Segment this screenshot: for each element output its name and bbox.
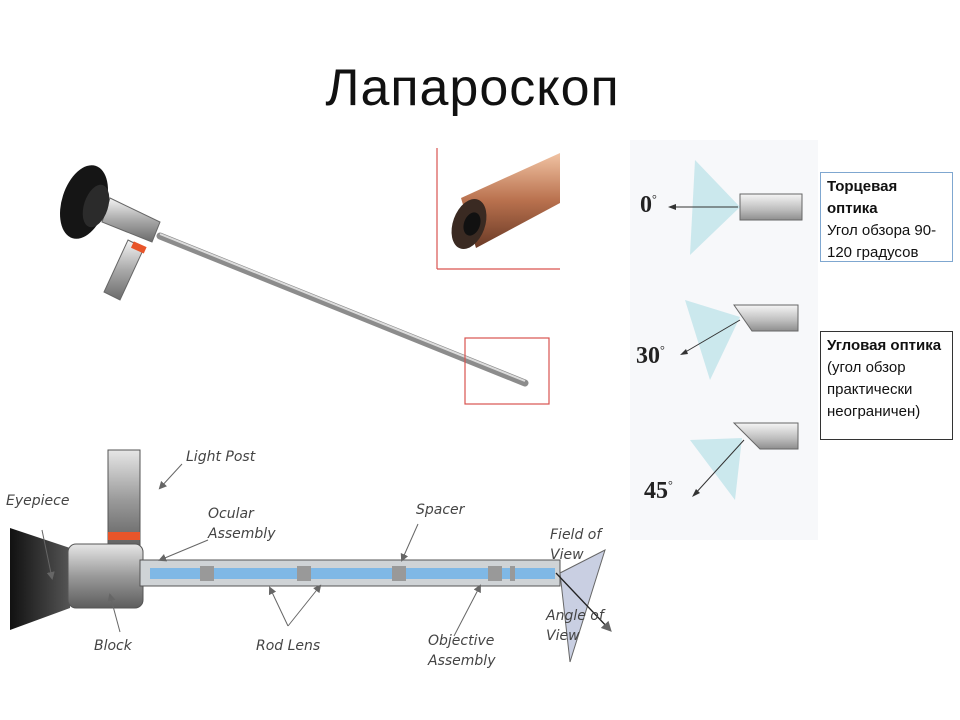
frontal-optics-heading: Торцевая оптика: [827, 178, 898, 217]
angled-optics-line: (угол обзор: [827, 359, 906, 376]
frontal-optics-box: Торцевая оптика Угол обзора 90- 120 град…: [820, 172, 953, 262]
frontal-optics-line: 120 градусов: [827, 244, 919, 261]
angled-optics-box: Угловая оптика (угол обзор практически н…: [820, 331, 953, 440]
angle-value: 0: [640, 192, 652, 218]
slide-title: Лапароскоп: [325, 59, 620, 117]
laparoscope-schematic: Light Post Eyepiece Ocular Assembly Spac…: [6, 449, 612, 669]
label-block: Block: [94, 638, 133, 654]
frontal-optics-line: Угол обзора 90-: [827, 222, 937, 239]
label-objective-2: Assembly: [427, 653, 496, 669]
angled-optics-heading: Угловая оптика: [827, 337, 942, 354]
label-eyepiece: Eyepiece: [6, 493, 69, 509]
degree-unit: °: [652, 192, 657, 206]
angled-optics-line: практически: [827, 381, 913, 398]
degree-unit: °: [668, 478, 673, 492]
label-spacer: Spacer: [416, 502, 466, 518]
laparoscope-photo: [60, 165, 550, 405]
tip-closeup-photo: [436, 148, 560, 270]
label-field-of-view-1: Field of: [550, 527, 603, 543]
label-angle-of-view-1: Angle of: [545, 608, 606, 624]
label-objective-1: Objective: [428, 633, 494, 649]
angle-label-0: 0°: [640, 192, 657, 219]
angle-label-45: 45°: [644, 478, 673, 505]
eyepiece-shape: [10, 528, 70, 630]
angle-value: 45: [644, 478, 668, 504]
label-field-of-view-2: View: [550, 547, 584, 563]
label-angle-of-view-2: View: [546, 628, 580, 644]
angle-value: 30: [636, 343, 660, 369]
field-of-view-cone: [559, 549, 606, 663]
label-light-post: Light Post: [186, 449, 256, 465]
label-ocular-1: Ocular: [208, 506, 255, 522]
label-ocular-2: Assembly: [207, 526, 276, 542]
viewing-angles-diagram: [630, 140, 818, 540]
degree-unit: °: [660, 343, 665, 357]
block-shape: [67, 543, 144, 609]
angled-optics-line: неограничен): [827, 403, 921, 420]
angle-label-30: 30°: [636, 343, 665, 370]
label-rod-lens: Rod Lens: [256, 638, 320, 654]
